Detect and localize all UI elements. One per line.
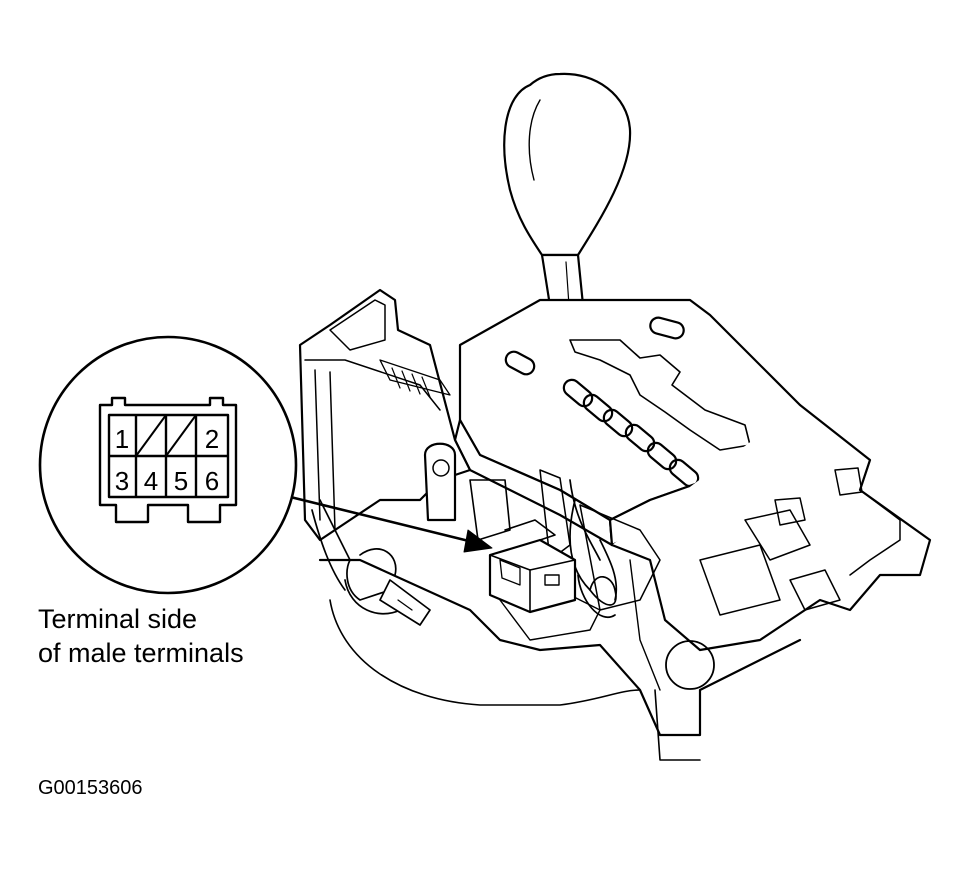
console-base — [298, 288, 932, 761]
wire-harness — [311, 479, 618, 626]
leader-arrow — [260, 488, 493, 553]
pin-4-label: 4 — [144, 466, 158, 496]
terminal-view-circle: 1 2 3 4 5 6 — [38, 335, 298, 595]
figure-id: G00153606 — [38, 777, 143, 799]
shift-knob — [503, 72, 632, 257]
caption-line-1: Terminal side — [38, 604, 198, 634]
shift-lever-connector — [488, 519, 577, 614]
pin-1-label: 1 — [115, 424, 129, 454]
connector-face — [98, 396, 238, 524]
pin-5-label: 5 — [174, 466, 188, 496]
pin-2-label: 2 — [205, 424, 219, 454]
pin-6-label: 6 — [205, 466, 219, 496]
pin-3-label: 3 — [115, 466, 129, 496]
caption-line-2: of male terminals — [38, 638, 244, 668]
